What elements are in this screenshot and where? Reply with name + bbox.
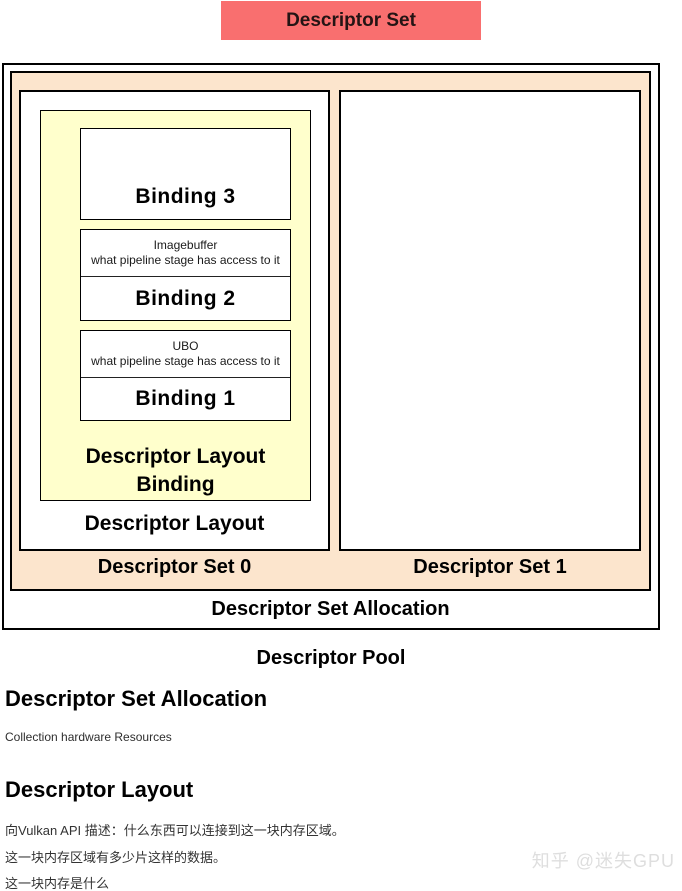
- descriptor-set-allocation-label: Descriptor Set Allocation: [211, 598, 450, 620]
- descriptor-layout-label: Descriptor Layout: [84, 512, 265, 535]
- zhihu-watermark: 知乎 @迷失GPU: [531, 851, 675, 871]
- section-line-zh-3: 这一块内存是什么: [5, 876, 110, 891]
- descriptor-set-banner-label: Descriptor Set: [286, 9, 416, 31]
- descriptor-set-0-label: Descriptor Set 0: [97, 556, 252, 578]
- descriptor-layout-binding-label-line1: Descriptor Layout: [85, 445, 266, 468]
- binding-2-label: Binding 2: [135, 286, 236, 310]
- descriptor-set-1-box: [339, 90, 641, 551]
- descriptor-pool-label: Descriptor Pool: [256, 647, 406, 669]
- binding-1-resource-type: UBO: [172, 339, 199, 353]
- binding-3-header: [81, 129, 290, 175]
- section-line-collection-hardware-resources: Collection hardware Resources: [5, 730, 172, 744]
- binding-1-stage-note: what pipeline stage has access to it: [91, 354, 280, 368]
- binding-1-header: UBO what pipeline stage has access to it: [81, 331, 290, 378]
- descriptor-layout-binding-label: Descriptor Layout Binding: [40, 443, 311, 499]
- binding-1-box: UBO what pipeline stage has access to it…: [80, 330, 291, 421]
- binding-2-stage-note: what pipeline stage has access to it: [91, 253, 280, 267]
- section-line-zh-2: 这一块内存区域有多少片这样的数据。: [5, 850, 227, 865]
- section-heading-descriptor-layout: Descriptor Layout: [5, 777, 194, 802]
- descriptor-set-banner: Descriptor Set: [221, 1, 481, 40]
- binding-2-header: Imagebuffer what pipeline stage has acce…: [81, 230, 290, 277]
- descriptor-set-1-label: Descriptor Set 1: [413, 556, 567, 578]
- section-heading-descriptor-set-allocation: Descriptor Set Allocation: [5, 686, 268, 711]
- descriptor-layout-binding-label-line2: Binding: [136, 473, 215, 496]
- section-line-zh-1: 向Vulkan API 描述：什么东西可以连接到这一块内存区域。: [5, 823, 345, 838]
- binding-3-box: Binding 3: [80, 128, 291, 220]
- binding-3-label: Binding 3: [135, 185, 236, 208]
- binding-2-resource-type: Imagebuffer: [153, 238, 218, 252]
- binding-1-label: Binding 1: [135, 387, 236, 410]
- binding-2-box: Imagebuffer what pipeline stage has acce…: [80, 229, 291, 321]
